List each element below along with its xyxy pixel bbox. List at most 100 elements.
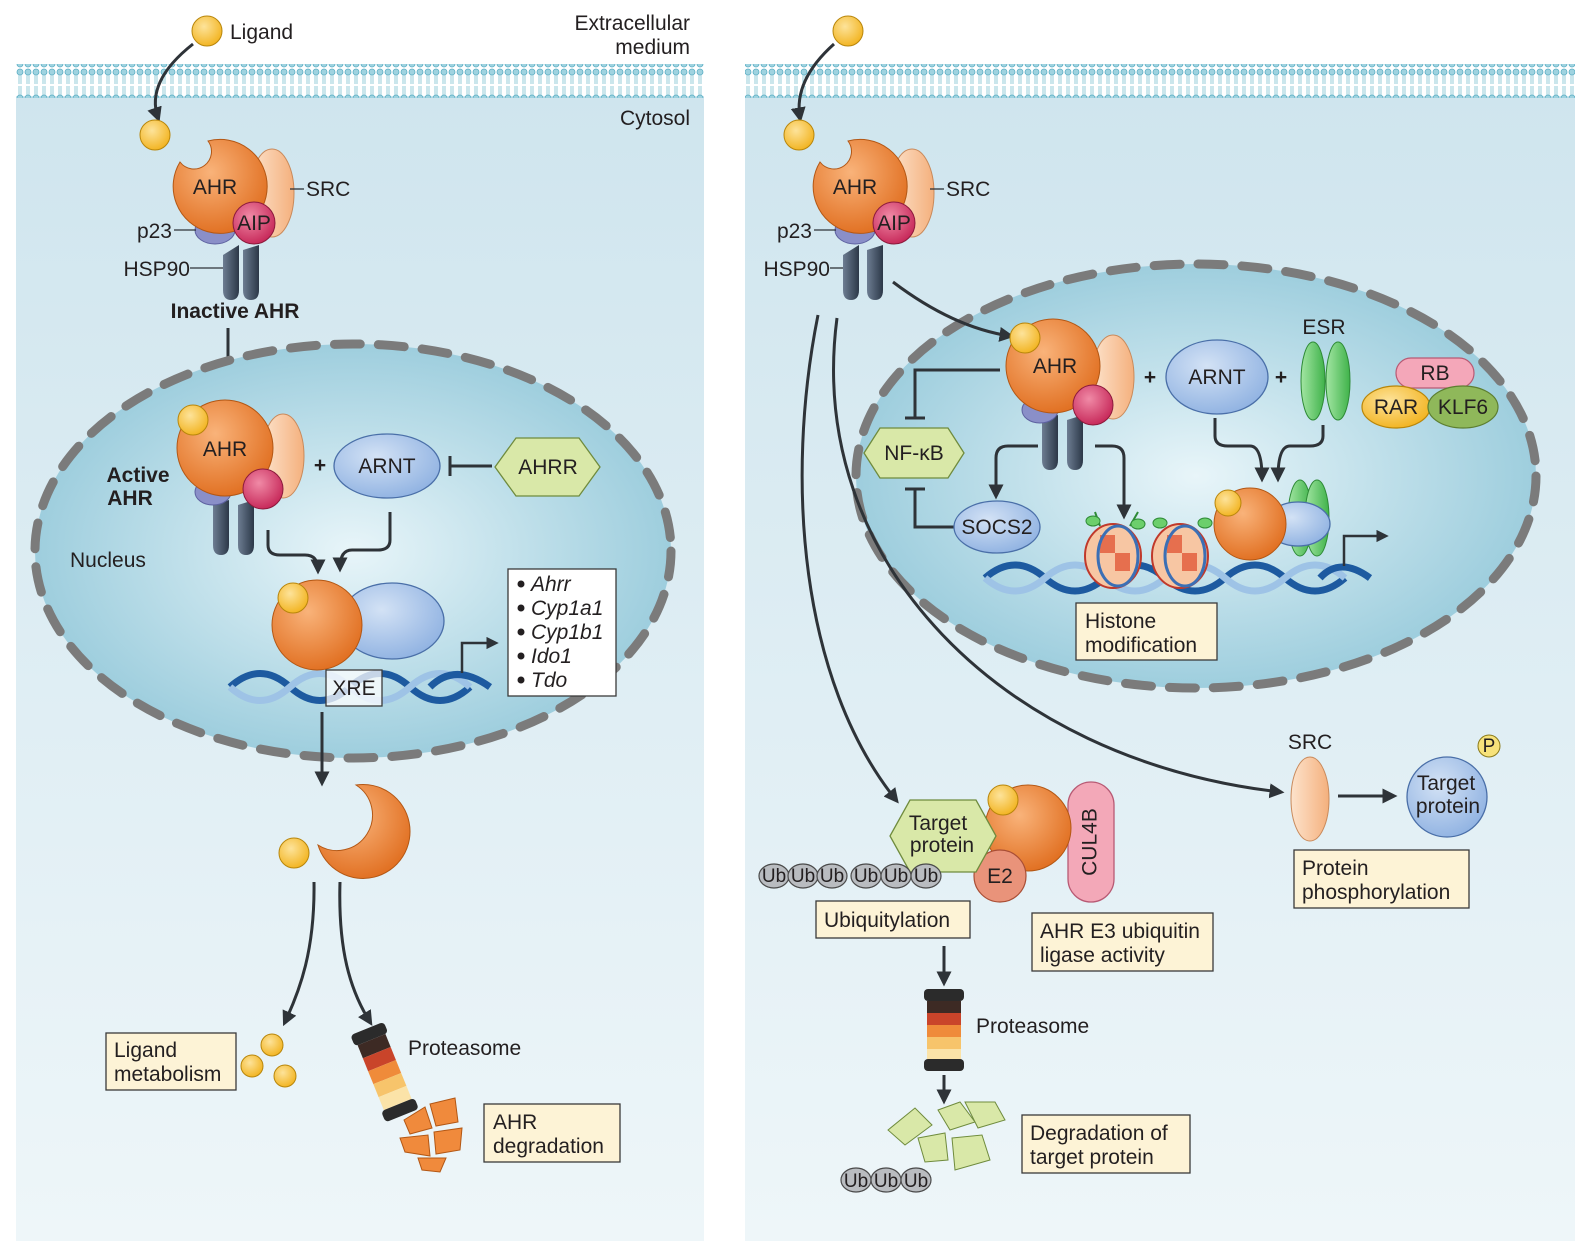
proteasome-label: Proteasome: [408, 1037, 521, 1060]
nucleus-label: Nucleus: [70, 549, 146, 572]
metabolite-icon: [260, 1033, 284, 1057]
plus-sign: +: [1144, 366, 1156, 389]
e3-ligase-box: [1031, 912, 1214, 972]
ubiquitin-chain: Ub Ub Ub Ub Ub Ub: [758, 863, 942, 889]
target-protein-hexagon: [889, 799, 997, 873]
target-protein-label-1: Target: [1417, 772, 1476, 795]
nfkb-inhibition: [905, 368, 1000, 420]
plus-sign: +: [1275, 366, 1287, 389]
ligand-icon: [277, 582, 309, 614]
ligand-label: Ligand: [230, 21, 293, 44]
hsp90-protein: [223, 245, 239, 300]
gene-item: Tdo: [531, 669, 568, 692]
aip-protein: [242, 468, 284, 510]
e2-label: E2: [987, 865, 1013, 888]
protein-phosphorylation-box: [1293, 849, 1470, 909]
nucleosome-icon: [1151, 517, 1213, 589]
gene-item: Cyp1b1: [531, 621, 603, 644]
src-label: SRC: [306, 178, 350, 201]
src-protein: [1290, 756, 1330, 842]
arnt-to-dna-arrow: [1213, 418, 1270, 483]
ahrr-protein: [494, 437, 601, 497]
ub-label: Ub: [904, 1171, 928, 1192]
target-protein2-label-1: Target: [909, 812, 968, 835]
phosphorylation-pathway-arrow: [832, 317, 1285, 799]
ahr-to-histone-arrow: [1095, 444, 1132, 520]
arnt-protein: [333, 433, 441, 499]
target-gene-list: [507, 568, 617, 697]
ahr-fragments-icon: [399, 1097, 463, 1173]
arnt-label: ARNT: [358, 455, 415, 478]
ahrr-label: AHRR: [518, 456, 578, 479]
e2-protein: [973, 849, 1027, 903]
aip-label: AIP: [877, 212, 911, 235]
active-ahr-label-2: AHR: [107, 487, 153, 510]
extracellular-label-2: medium: [615, 36, 690, 59]
transcription-start-arrow: [1342, 529, 1389, 566]
ahr-degradation-label-2: degradation: [493, 1135, 604, 1158]
aip-protein: [232, 201, 276, 245]
ligand-entry-arrow: [790, 42, 836, 123]
rb-protein: [1395, 357, 1475, 389]
aip-label: AIP: [237, 212, 271, 235]
ahr-label: AHR: [203, 438, 247, 461]
proteasome-label: Proteasome: [976, 1015, 1089, 1038]
ub-label: Ub: [820, 866, 844, 887]
p23-label: p23: [777, 220, 812, 243]
ahr-degradation-label-1: AHR: [493, 1111, 537, 1134]
plus-sign: +: [314, 454, 326, 477]
hsp90-label: HSP90: [763, 258, 830, 281]
gene-item: Ido1: [531, 645, 572, 668]
e3-ligase-label-1: AHR E3 ubiquitin: [1040, 920, 1200, 943]
gene-item: Cyp1a1: [531, 597, 603, 620]
esr-to-dna-arrow: [1270, 425, 1325, 483]
degradation-target-label-2: target protein: [1030, 1146, 1154, 1169]
hsp90-protein: [213, 500, 229, 555]
ahr-degradation-box: [483, 1103, 621, 1163]
ubiquitylation-box: [815, 900, 971, 939]
esr-protein: [1325, 341, 1351, 421]
ligand-icon: [177, 404, 209, 436]
gene-list-items: Ahrr Cyp1a1 Cyp1b1 Ido1 Tdo: [517, 573, 603, 692]
active-ahr-complex: AHR: [1005, 318, 1135, 470]
ub-label: Ub: [791, 866, 815, 887]
ubiquitylation-pathway-arrow: [800, 314, 899, 804]
ub-label: Ub: [854, 866, 878, 887]
hsp90-protein: [243, 245, 259, 300]
ligand-metabolism-box: [105, 1032, 237, 1091]
metabolite-icon: [240, 1054, 264, 1078]
target-protein2-label-2: protein: [910, 834, 974, 857]
ahr-to-dna-arrow: [266, 530, 326, 575]
aip-protein: [872, 201, 916, 245]
phosphate-label: P: [1483, 736, 1496, 757]
hsp90-protein: [1042, 415, 1058, 470]
ub-label: Ub: [914, 866, 938, 887]
ahr-label: AHR: [1033, 355, 1077, 378]
target-protein-icon: [1406, 756, 1488, 838]
ubiquitylation-label: Ubiquitylation: [824, 909, 950, 932]
hsp90-protein: [1067, 415, 1083, 470]
p23-label: p23: [137, 220, 172, 243]
arnt-protein: [1165, 339, 1269, 415]
ub-label: Ub: [874, 1171, 898, 1192]
active-ahr-label-1: Active: [106, 464, 169, 487]
cytosol-label: Cytosol: [620, 107, 690, 130]
ahr-degradation-arrow: [338, 881, 373, 1026]
active-ahr-complex: AHR Active AHR: [106, 399, 305, 555]
ligand-icon: [278, 837, 310, 869]
hsp90-protein: [843, 245, 859, 300]
nuclear-import-arrow: [892, 280, 1015, 342]
arnt-label: ARNT: [1188, 366, 1245, 389]
nfkb-label: NF-κB: [884, 442, 944, 465]
gene-item: Ahrr: [529, 573, 572, 596]
ligand-icon: [832, 15, 864, 47]
ubiquitin-chain: Ub Ub Ub: [840, 1167, 932, 1193]
aip-protein: [1072, 384, 1114, 426]
extracellular-label-1: Extracellular: [574, 12, 690, 35]
metabolite-icon: [273, 1064, 297, 1088]
nucleosome-icon: [1084, 511, 1146, 589]
ligand-metabolism-label-2: metabolism: [114, 1063, 221, 1086]
src-label: SRC: [1288, 731, 1332, 754]
histone-label-2: modification: [1085, 634, 1197, 657]
